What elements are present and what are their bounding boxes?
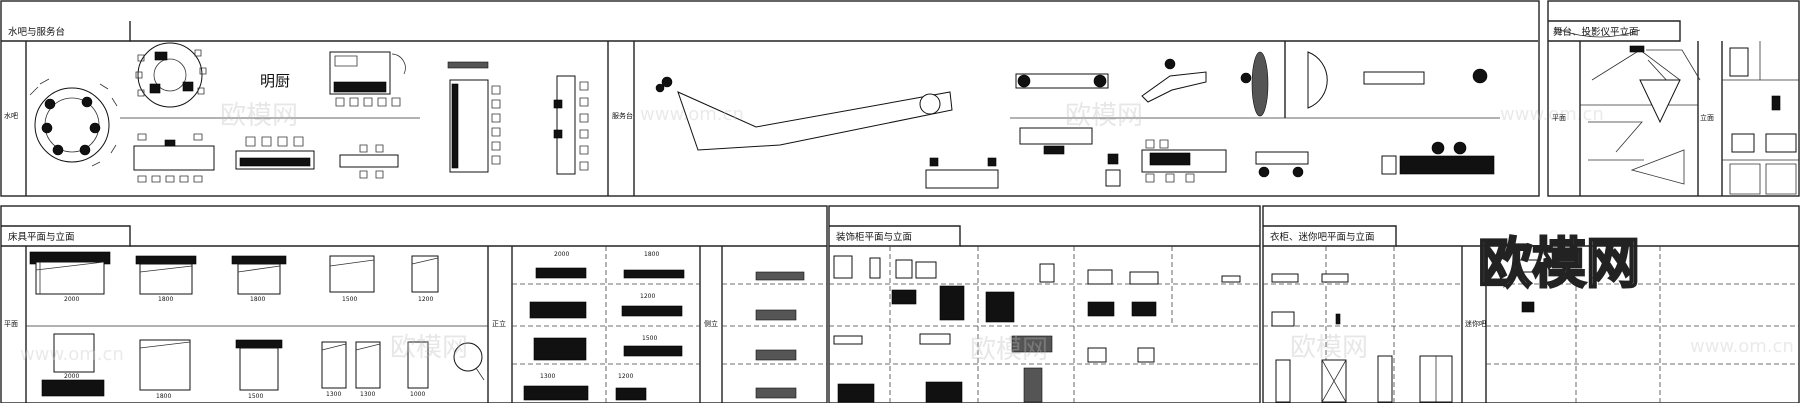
watermark-brand-5: 欧模网 (1290, 333, 1368, 363)
bed-plan-7: 1800 (139, 339, 191, 400)
reception-row (1015, 51, 1495, 187)
watermark-brand-large: 欧模网 (1478, 232, 1640, 295)
svg-text:1300: 1300 (326, 391, 341, 398)
watermark-url-3: www.om.cn (20, 344, 124, 365)
cabinet-title: 装饰柜平面与立面 (836, 231, 912, 243)
bar-counter-block (235, 136, 315, 170)
service-counter-long (655, 76, 953, 151)
stage-plan-label: 平面 (1552, 114, 1566, 122)
panel-bar-service: 水吧与服务台 水吧 服务台 明厨 (0, 0, 1604, 197)
service-side-label: 服务台 (612, 111, 633, 120)
bed-plan-single: 1000 (407, 341, 485, 398)
bar-table-long (133, 133, 215, 183)
watermark-brand-4: 欧模网 (970, 335, 1048, 365)
svg-text:1500: 1500 (248, 393, 263, 400)
panel-cabinets: 装饰柜平面与立面 欧模网 (828, 205, 1261, 403)
watermark-brand-3: 欧模网 (390, 333, 468, 363)
svg-text:1800: 1800 (156, 393, 171, 400)
panel-stage-projector: 舞台、投影仪平立面 平面 立面 (1547, 0, 1800, 197)
panel-beds: 床具平面与立面 平面 正立 侧立 2000 1800 1800 (0, 205, 828, 403)
svg-text:1200: 1200 (640, 293, 655, 300)
reception-desk-front (925, 157, 999, 189)
svg-text:1000: 1000 (410, 391, 425, 398)
watermark-brand-1: 欧模网 (220, 101, 298, 131)
kitchen-counter (329, 51, 406, 107)
bar-title: 水吧与服务台 (8, 26, 65, 38)
bed-plan-3: 1800 (231, 255, 287, 303)
bed-plan-5: 1200 (411, 255, 439, 303)
bed-plan-twin: 1300 1300 (321, 341, 381, 398)
watermark-url-4: www.om.cn (1690, 336, 1794, 357)
bed-plan-2: 1800 (135, 255, 197, 303)
svg-text:1800: 1800 (644, 251, 659, 258)
svg-text:2000: 2000 (554, 251, 569, 258)
bed-elevations-front: 2000 1800 1200 1500 1300 1200 (523, 251, 685, 401)
svg-text:1200: 1200 (618, 373, 633, 380)
svg-text:1300: 1300 (540, 373, 555, 380)
svg-text:2000: 2000 (64, 296, 79, 303)
minibar-side-label: 迷你吧 (1465, 319, 1486, 328)
svg-text:1800: 1800 (158, 296, 173, 303)
stage-title: 舞台、投影仪平立面 (1553, 26, 1639, 38)
watermark-url-1: www.om.cn (640, 104, 744, 125)
round-bar-counter (29, 78, 118, 167)
beds-title: 床具平面与立面 (8, 231, 75, 243)
bed-plan-4: 1500 (329, 255, 375, 303)
svg-text:2000: 2000 (64, 373, 79, 380)
stage-elev-label: 立面 (1700, 113, 1714, 122)
beds-plan-label: 平面 (4, 320, 18, 328)
svg-text:1500: 1500 (342, 296, 357, 303)
dining-table-small (339, 144, 399, 179)
service-counter-narrow (553, 75, 589, 175)
wardrobe-title: 衣柜、迷你吧平面与立面 (1270, 231, 1375, 243)
beds-lateral-label: 侧立 (704, 319, 718, 328)
round-bar-small (135, 42, 207, 108)
svg-text:1300: 1300 (360, 391, 375, 398)
service-counter-vertical (447, 61, 501, 173)
bed-plan-8: 1500 (235, 339, 283, 400)
bed-elevations-side (755, 271, 805, 399)
watermark-url-2: www.om.cn (1500, 104, 1604, 125)
svg-text:1500: 1500 (642, 335, 657, 342)
svg-text:1200: 1200 (418, 296, 433, 303)
beds-front-label: 正立 (492, 319, 506, 328)
open-kitchen-label: 明厨 (260, 72, 290, 90)
panel-wardrobe-minibar: 衣柜、迷你吧平面与立面 迷你吧 欧模网 欧模网 www.om.cn (1262, 205, 1800, 403)
svg-text:1800: 1800 (250, 296, 265, 303)
watermark-brand-2: 欧模网 (1065, 101, 1143, 131)
bar-side-label: 水吧 (4, 111, 18, 120)
bed-plan-6: 2000 (41, 333, 105, 397)
bed-plan-1: 2000 (29, 251, 111, 303)
